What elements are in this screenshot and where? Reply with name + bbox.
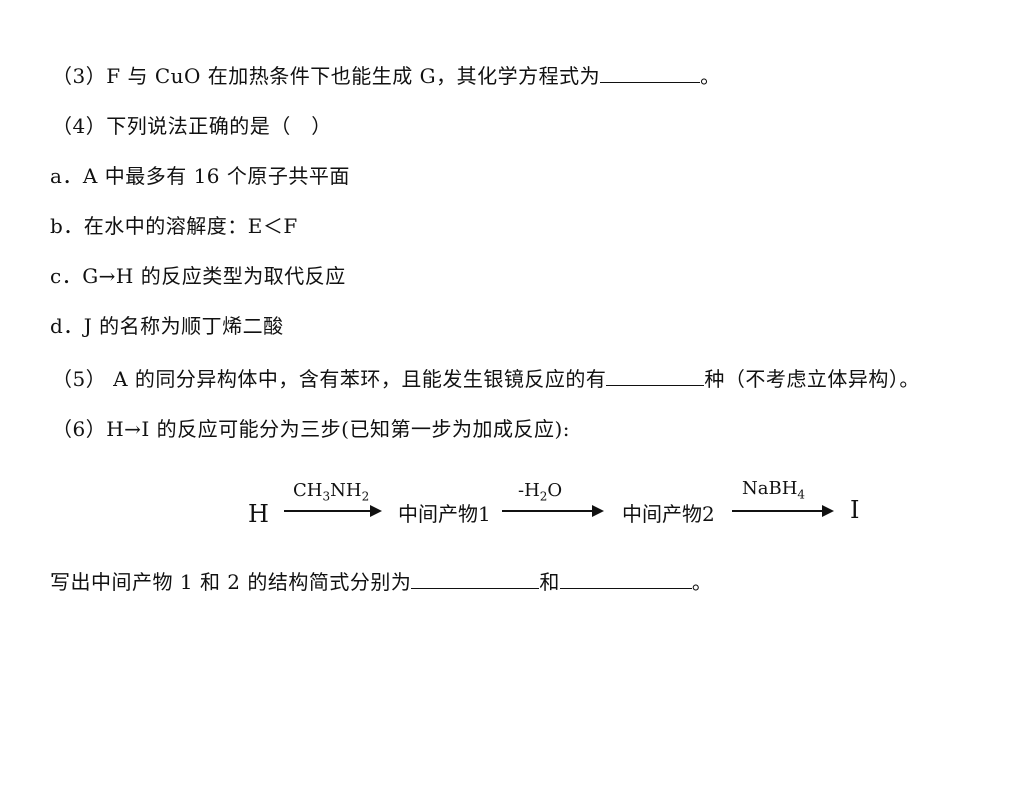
reagent-nabh4: NaBH4 [742, 478, 806, 502]
answer-blank [600, 64, 701, 83]
question-3: （3）F 与 CuO 在加热条件下也能生成 G，其化学方程式为。 [52, 64, 721, 88]
option-a: a．A 中最多有 16 个原子共平面 [50, 164, 350, 188]
reaction-scheme: H CH3NH2 中间产物1 -H2O 中间产物2 NaBH4 I [248, 478, 888, 528]
product-i: I [850, 496, 860, 524]
question-4: （4）下列说法正确的是（ ） [52, 114, 332, 138]
reagent-minus-water: -H2O [518, 480, 563, 504]
arrow-1 [284, 505, 382, 517]
intermediate-2: 中间产物2 [622, 502, 715, 526]
reactant-h: H [248, 500, 269, 528]
arrow-3 [732, 505, 834, 517]
option-c: c．G→H 的反应类型为取代反应 [50, 264, 346, 288]
answer-blank [606, 367, 705, 386]
option-d: d．J 的名称为顺丁烯二酸 [50, 314, 284, 338]
question-5: （5） A 的同分异构体中，含有苯环，且能发生银镜反应的有种（不考虑立体异构）。 [52, 367, 920, 391]
reagent-ch3nh2: CH3NH2 [293, 480, 370, 504]
option-b: b．在水中的溶解度：E＜F [50, 214, 298, 238]
final-question: 写出中间产物 1 和 2 的结构简式分别为和。 [50, 570, 713, 594]
question-6: （6）H→I 的反应可能分为三步(已知第一步为加成反应): [52, 417, 571, 441]
intermediate-1: 中间产物1 [398, 502, 491, 526]
arrow-2 [502, 505, 604, 517]
answer-blank-2 [559, 570, 692, 589]
answer-blank-1 [411, 570, 540, 589]
